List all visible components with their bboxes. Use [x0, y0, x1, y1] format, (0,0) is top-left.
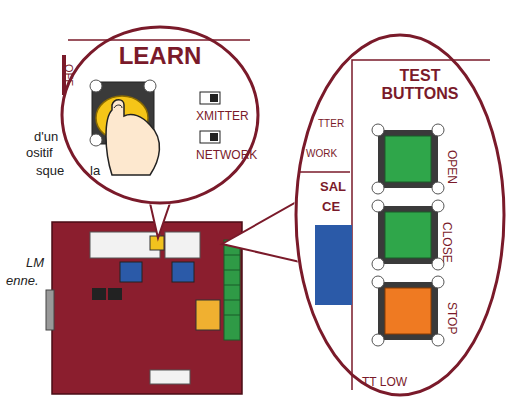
- button-corner: [372, 182, 384, 194]
- callout-fill: [60, 25, 260, 205]
- board-bracket: [46, 290, 54, 330]
- finger: [106, 100, 159, 175]
- panel-border: [300, 171, 350, 173]
- button-corner: [432, 124, 444, 136]
- board-component: [196, 300, 220, 330]
- callout-circle: TEST BUTTONS: [294, 33, 506, 397]
- callout-leader: [150, 203, 170, 238]
- button-corner: [432, 334, 444, 346]
- fingernail: [114, 105, 122, 108]
- button-corner: [372, 276, 384, 288]
- test-button-set: [378, 130, 438, 340]
- button-corner: [372, 334, 384, 346]
- switch-knob: [210, 94, 218, 102]
- board-text: CE: [322, 200, 340, 214]
- board-text: ositif: [26, 146, 53, 160]
- button-corner: [372, 124, 384, 136]
- board-text: WORK: [306, 148, 337, 159]
- button-corner: [432, 182, 444, 194]
- button-corner: [372, 200, 384, 212]
- board-connector: [108, 288, 122, 300]
- control-board: [52, 222, 242, 394]
- board-text: TTER: [318, 118, 344, 129]
- board-text: d'un: [34, 130, 58, 144]
- button-corner: [432, 200, 444, 212]
- button-label: OFF: [63, 64, 75, 86]
- board-text: la: [90, 164, 100, 178]
- board-panel: [165, 232, 200, 258]
- board-text: XMITTER: [196, 110, 249, 123]
- panel-border: [68, 39, 250, 41]
- callout-heading: LEARN: [60, 43, 260, 69]
- board-component: [120, 262, 142, 282]
- board-panel: [150, 370, 190, 384]
- switch-knob: [210, 133, 218, 141]
- button-label: OPEN: [445, 150, 458, 184]
- board-component: [172, 262, 194, 282]
- board-component: [315, 225, 352, 305]
- board-connector: [92, 288, 106, 300]
- callout-leader: [222, 200, 300, 262]
- board-text: NETWORK: [196, 149, 257, 162]
- dip-switch: [200, 131, 220, 143]
- board-text: LM: [26, 256, 44, 270]
- board-text: SAL: [320, 180, 346, 194]
- dip-switch: [200, 92, 220, 104]
- button-label: CLOSE: [440, 222, 453, 263]
- button-corner: [432, 276, 444, 288]
- terminal-strip: [224, 240, 240, 340]
- callout-heading: TEST BUTTONS: [360, 67, 480, 102]
- board-text: enne.: [6, 274, 39, 288]
- board-text: sque: [36, 164, 64, 178]
- button-label: STOP: [445, 302, 458, 334]
- button-corner: [372, 258, 384, 270]
- board-text: TT LOW: [362, 376, 407, 389]
- panel-border: [352, 60, 490, 390]
- callout-fill: [294, 33, 506, 397]
